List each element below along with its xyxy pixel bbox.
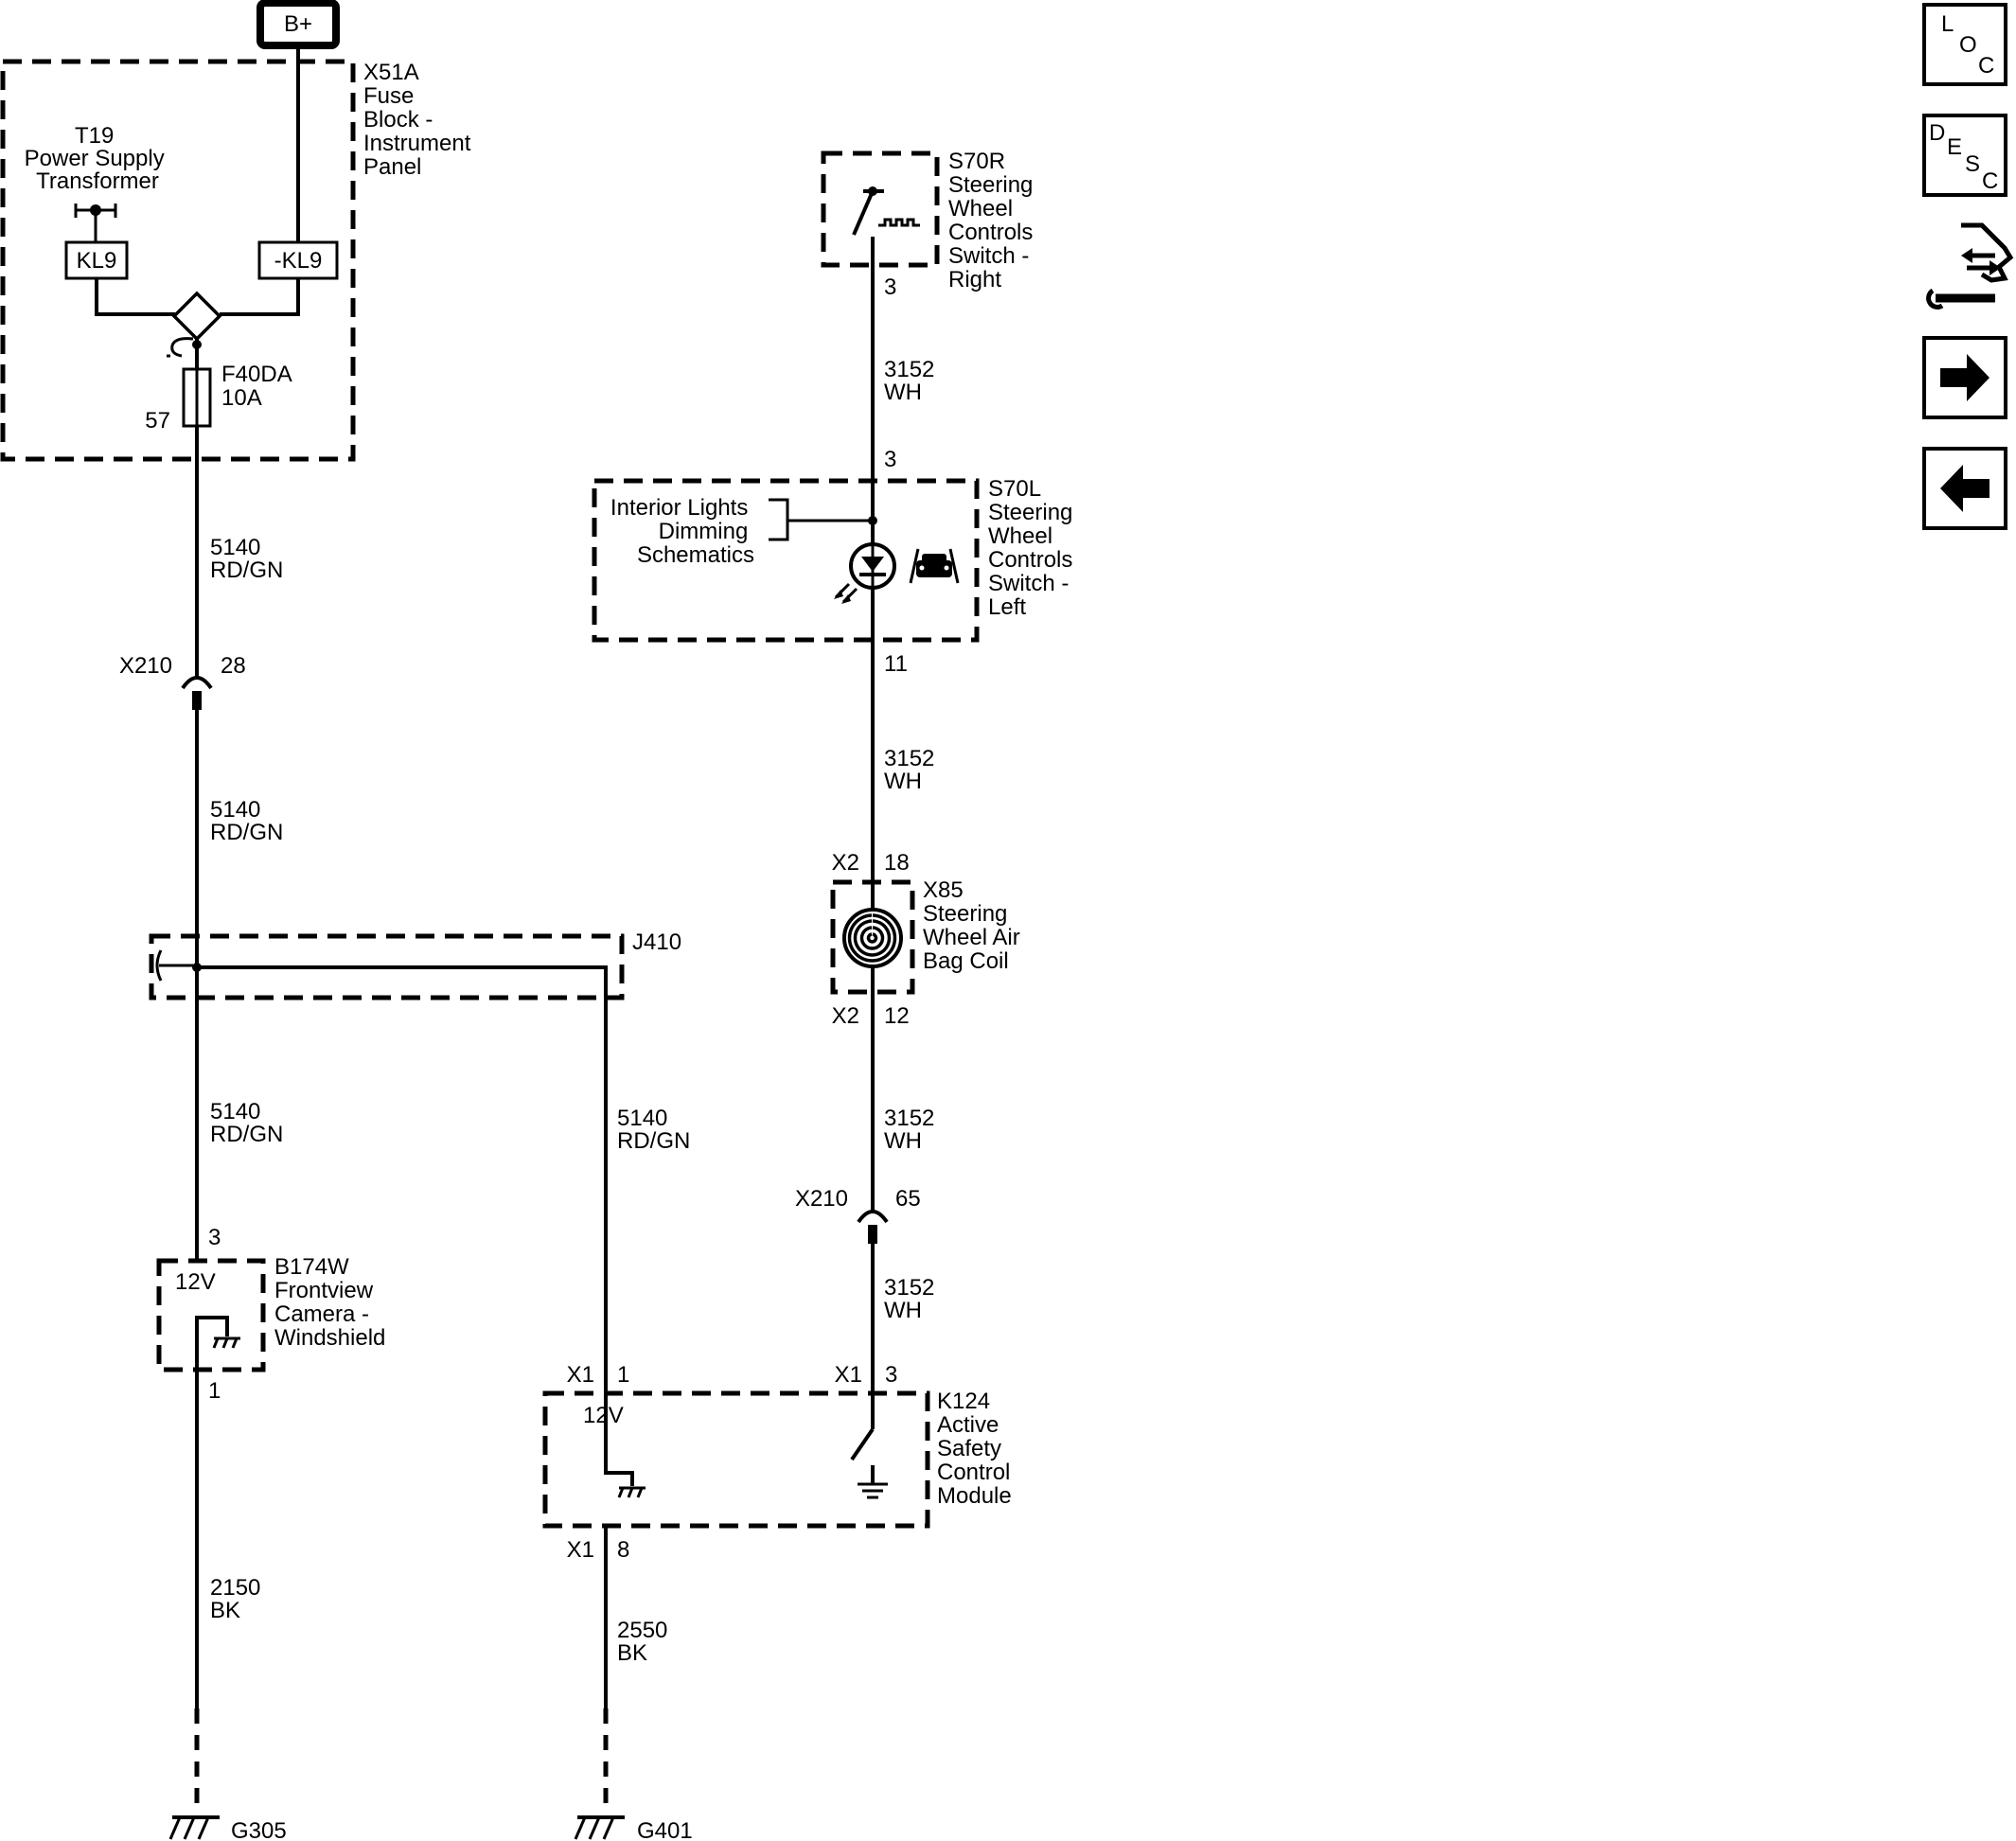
air-bag-coil-x85: X2 18 X2 12 X85 Steering Wheel Air Bag C… (830, 850, 1026, 1029)
wire-label-3152-1: 3152 WH (884, 357, 941, 405)
svg-text:X210: X210 (795, 1186, 848, 1212)
svg-text:G401: G401 (637, 1818, 693, 1841)
fuse-block-x51a: X51A Fuse Block - Instrument Panel T19 P… (0, 45, 477, 462)
fuse-pin: 57 (145, 408, 170, 434)
svg-text:12: 12 (884, 1003, 910, 1029)
svg-text:X2: X2 (832, 1003, 859, 1029)
switch-right-pin: 3 (884, 274, 896, 300)
svg-text:C: C (1982, 168, 1998, 194)
module-pin-1: 1 (617, 1362, 629, 1388)
connector-x210-left: X210 28 (119, 653, 246, 710)
kl9-negative-input: -KL9 (257, 240, 339, 280)
module-x1-label-8: X1 (567, 1537, 594, 1563)
connector-pinout-icon[interactable] (1926, 222, 2014, 310)
description-view-button[interactable]: D E S C (1922, 114, 2007, 197)
switch-left-pin-top: 3 (884, 447, 896, 472)
frontview-camera-b174w: 3 12V 1 B174W Frontview Camera - Windshi… (156, 1225, 385, 1404)
module-chassis-ground-symbol (617, 1486, 645, 1498)
module-x1-label-3: X1 (835, 1362, 862, 1388)
indicator-led-symbol (834, 542, 896, 604)
module-voltage: 12V (583, 1403, 624, 1428)
svg-text:-KL9: -KL9 (274, 248, 323, 274)
transformer-symbol (74, 204, 117, 242)
splice-mark (155, 949, 193, 982)
camera-label: B174W Frontview Camera - Windshield (274, 1254, 385, 1351)
vehicle-ahead-icon (909, 548, 960, 584)
svg-text:O: O (1959, 32, 1977, 58)
switch-right-label: S70R Steering Wheel Controls Switch - Ri… (948, 149, 1039, 292)
svg-text:E: E (1947, 134, 1962, 160)
fuse-block-label: X51A Fuse Block - Instrument Panel (363, 60, 477, 180)
svg-text:X210: X210 (119, 653, 172, 679)
svg-text:C: C (1978, 53, 1994, 79)
internal-splice-mark (167, 337, 194, 358)
svg-text:D: D (1929, 120, 1945, 146)
wire-label-5140-2: 5140 RD/GN (210, 797, 283, 845)
svg-text:18: 18 (884, 850, 910, 876)
svg-text:X2: X2 (832, 850, 859, 876)
splice-pack-j410: J410 (149, 929, 681, 1393)
svg-text:28: 28 (221, 653, 246, 679)
wire-label-3152-2: 3152 WH (884, 746, 941, 794)
wire-label-2150: 2150 BK (210, 1575, 267, 1623)
ground-g305: G305 (168, 1815, 287, 1841)
svg-text:G305: G305 (231, 1818, 287, 1841)
switch-left-pin-bottom: 11 (884, 651, 908, 677)
or-gate-diamond (171, 291, 222, 342)
transformer-label: T19 Power Supply Transformer (25, 123, 171, 194)
location-view-button[interactable]: L O C (1922, 3, 2007, 86)
wire-label-5140-1: 5140 RD/GN (210, 535, 283, 583)
ground-g401: G401 (574, 1815, 693, 1841)
module-pin-3: 3 (885, 1362, 897, 1388)
wire-label-5140-3: 5140 RD/GN (210, 1099, 283, 1147)
svg-text:L: L (1941, 11, 1954, 37)
fuse-label: F40DA 10A (221, 362, 297, 411)
wire-label-3152-3: 3152 WH (884, 1106, 941, 1154)
module-x1-label: X1 (567, 1362, 594, 1388)
steering-wheel-switch-left-s70l: Interior Lights Dimming Schematics 1 (592, 476, 1079, 677)
svg-text:65: 65 (895, 1186, 921, 1212)
fuse-f40da: F40DA 10A 57 (145, 362, 297, 434)
camera-pin-bottom: 1 (208, 1378, 221, 1404)
svg-text:J410: J410 (632, 929, 681, 955)
battery-label: B+ (284, 11, 312, 37)
svg-text:S: S (1965, 151, 1980, 177)
arrow-left-icon[interactable] (1922, 447, 2007, 530)
arrow-right-icon[interactable] (1922, 336, 2007, 419)
module-label: K124 Active Safety Control Module (937, 1389, 1017, 1509)
svg-text:KL9: KL9 (77, 248, 117, 274)
connector-x210-right: X210 65 (795, 1186, 921, 1244)
air-bag-coil-label: X85 Steering Wheel Air Bag Coil (923, 877, 1026, 974)
module-pin-8: 8 (617, 1537, 629, 1563)
wire-label-2550: 2550 BK (617, 1618, 674, 1666)
switch-left-label: S70L Steering Wheel Controls Switch - Le… (988, 476, 1079, 620)
steering-wheel-switch-right-s70r: 3 S70R Steering Wheel Controls Switch - … (821, 149, 1039, 300)
active-safety-control-module-k124: X1 1 X1 3 12V K124 Active Safety Control… (542, 1362, 1017, 1563)
camera-pin-top: 3 (208, 1225, 221, 1250)
camera-voltage: 12V (175, 1269, 216, 1295)
wire-label-5140-4: 5140 RD/GN (617, 1106, 690, 1154)
battery-power-source: B+ (256, 0, 340, 49)
chassis-ground-symbol (212, 1336, 240, 1349)
dimming-reference-label: Interior Lights Dimming Schematics (610, 495, 754, 568)
kl9-input: KL9 (64, 240, 129, 280)
module-input-switch (850, 1393, 888, 1499)
wire-label-3152-4: 3152 WH (884, 1275, 941, 1323)
